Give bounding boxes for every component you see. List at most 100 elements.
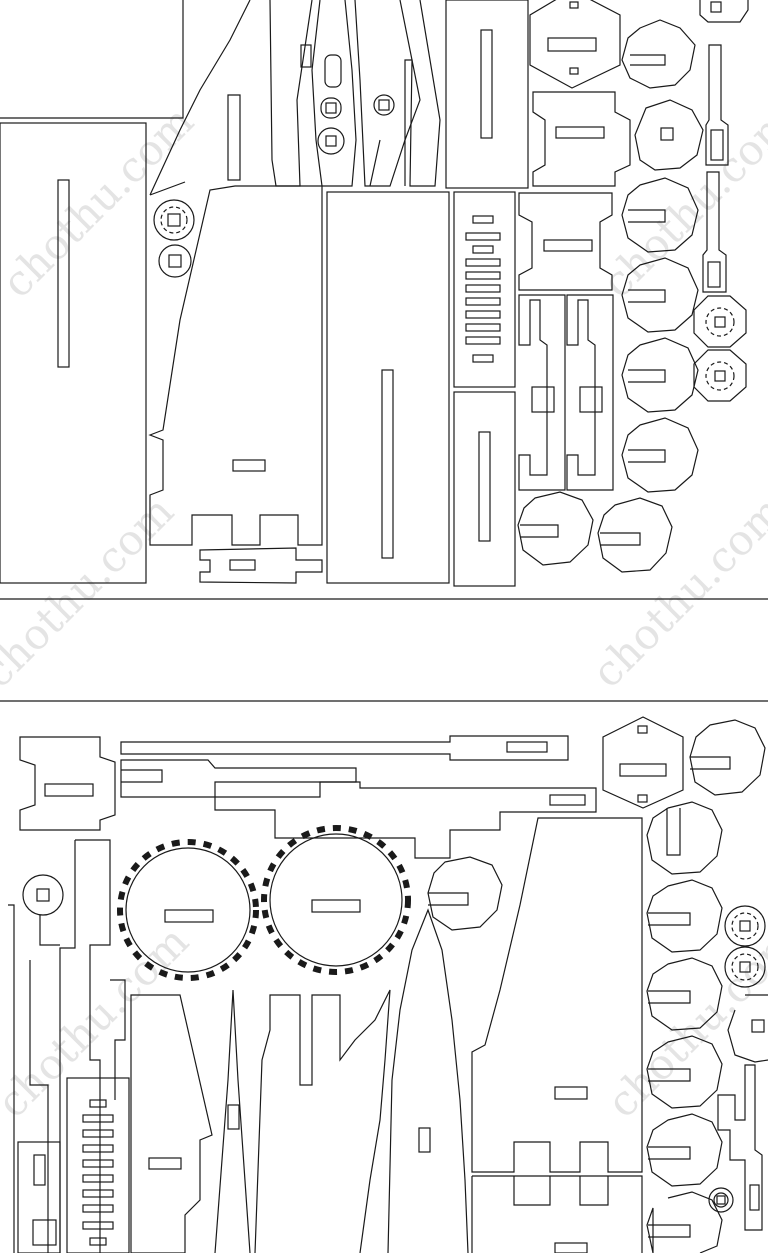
body-panel-right-slot [554,1086,588,1100]
fuselage-piece-d [354,0,421,187]
bottom-sheet [8,716,768,1253]
rocket-nose [387,908,469,1253]
key-piece-2 [702,171,727,293]
key-piece-2-slot [707,261,721,288]
comb-bottom-slot-7 [82,1189,114,1198]
spike-piece-slot [227,1104,240,1130]
bottom-left-bracket [17,1141,61,1253]
ring-bottom-left-slot [36,888,50,902]
left-strip-piece [8,839,111,1253]
watermark-2: chothu.com [592,96,768,307]
watermark-3: chothu.com [0,486,183,697]
panel-left-tall [0,122,147,584]
cog-washer-b7 [646,1191,723,1253]
comb-bottom-slot-5 [82,1159,114,1168]
comb-slot-11 [472,354,494,363]
gear-large-2 [261,825,411,975]
key-piece-b1-slot [749,1184,760,1211]
hex-plate-bottom-slot [619,763,667,777]
rod-long-1-slot [506,741,548,753]
fuselage-piece-b [269,0,313,187]
slot-c3-inner [325,102,337,114]
comb-bottom-slot-4 [82,1144,114,1153]
gear-large-2-body [269,833,403,967]
ring-d1-slot [378,99,390,111]
key-piece-1 [705,44,729,166]
octagon-ring-1 [693,295,747,348]
cog-washer-b8 [727,994,768,1063]
cog-washer-t2-slot [660,127,674,141]
slot-c2 [324,54,342,88]
comb-slot-9 [465,323,501,332]
trapezoid-panel-slot [148,1157,182,1170]
hex-plate-top-pin1 [569,67,579,75]
gear-ring-b1 [724,905,766,947]
gear-large-1-teeth [117,839,259,981]
rod-long-3 [214,781,597,859]
comb-bottom-slot-10 [89,1237,107,1246]
octagon-ring-2 [693,349,747,402]
cog-washer-t5 [621,337,699,413]
fork-right [566,294,614,491]
cog-washer-t2 [634,99,704,171]
body-panel-right-lower-slot [554,1242,588,1253]
cog-washer-t7 [517,491,594,566]
left-mid-piece [39,915,126,1100]
body-panel-left-slot [232,459,266,472]
cog-washer-b1 [689,719,766,796]
small-arm-slot [229,559,256,571]
hex-plate-bottom [602,716,684,809]
comb-frame [453,191,516,388]
cog-washer-b-mid [427,856,503,931]
octagon-ring-2-slot [714,370,726,382]
gear-ring-small-1 [153,199,195,241]
gear-large-2-slot [311,899,361,913]
panel-top-left [0,0,184,119]
bracket-top-slot [543,239,593,252]
cap-piece-left [19,736,116,831]
comb-bottom-frame [66,1077,130,1253]
panel-top-center [445,0,529,189]
cog-washer-b8-slot [751,1019,765,1033]
panel-left-slot [57,179,70,368]
hex-plate-bottom-pin [637,794,648,803]
octagon-ring-1-slot [714,316,726,328]
cog-washer-b4 [646,957,723,1031]
gear-ring-b1-slot [739,920,751,932]
gear-large-1-slot [164,909,214,923]
comb-slots [465,215,501,363]
key-top-right-slot [710,1,722,13]
comb-slot-7 [465,297,501,306]
bracket-top-2-slot [555,126,605,139]
bottom-left-bracket-slot1 [33,1154,46,1186]
hex-plate-top-slot [547,37,597,52]
rod-long-3-slot [549,794,586,806]
ring-d1 [373,94,395,116]
comb-bottom-slot-9 [82,1221,114,1230]
watermark-4: chothu.com [582,486,768,697]
comb-slot-8 [465,310,501,319]
comb-slot-3 [472,245,494,254]
gear-ring-small-1-slot [167,213,181,227]
fork-left [518,294,566,491]
hex-plate-bottom-pin2 [637,725,648,734]
cog-washer-b3 [646,879,723,953]
fuselage-piece-e [369,0,441,187]
fuselage-bottom [254,989,391,1253]
comb-slot-1 [472,215,494,224]
cog-washer-t3 [621,177,699,253]
ring-small-2-slot [168,254,182,268]
slot-c3 [320,97,342,119]
small-arm-piece [199,547,323,584]
panel-lower-mid-slot [478,431,491,542]
cog-washer-b2 [646,801,723,875]
hex-plate-top [529,0,621,89]
key-top-right [699,0,749,23]
gear-large-1 [117,839,259,981]
fork-right-slot [579,386,603,413]
gear-ring-small-1-inner [160,206,188,234]
bracket-top-2 [532,91,631,187]
key-piece-1-slot [710,129,724,161]
cog-washer-t4 [621,257,699,333]
